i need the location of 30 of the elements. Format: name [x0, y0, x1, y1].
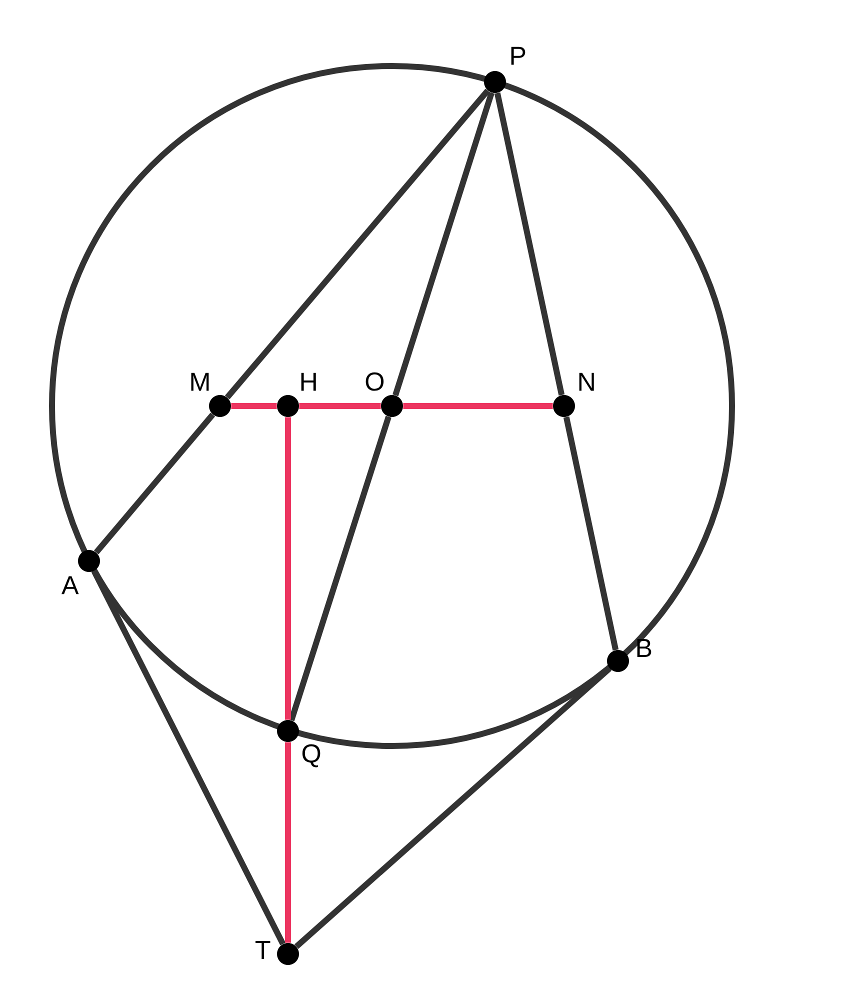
point: H [277, 372, 316, 417]
segment [288, 416, 392, 722]
segment [563, 416, 619, 651]
segment [494, 92, 565, 396]
node-label: P [511, 46, 526, 65]
node-label: N [579, 372, 594, 391]
segment [299, 403, 381, 409]
node-label: O [366, 372, 384, 391]
point: M [191, 372, 231, 417]
segment [285, 742, 291, 943]
segment [403, 403, 553, 409]
segment [285, 417, 291, 720]
point: B [607, 639, 652, 672]
point: O [366, 372, 403, 417]
point: P [484, 46, 526, 93]
segment [91, 570, 286, 946]
segment [231, 403, 277, 409]
node-label: T [256, 941, 270, 959]
segment [392, 92, 494, 396]
node-label: M [191, 372, 209, 391]
node-label: Q [302, 744, 320, 768]
point: N [553, 372, 594, 417]
point: T [256, 941, 299, 965]
point: A [62, 550, 100, 594]
node-label: H [301, 372, 316, 391]
point: Q [277, 720, 320, 768]
segment [94, 412, 216, 554]
segment [224, 88, 490, 400]
node-label: A [62, 576, 79, 594]
node-label: B [637, 639, 652, 657]
